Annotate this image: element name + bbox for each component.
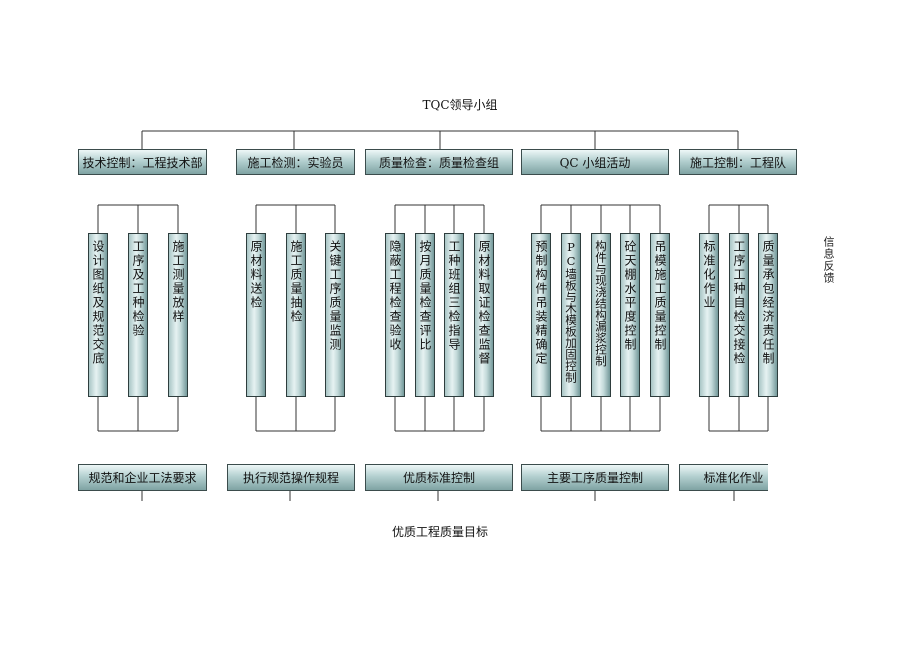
category-construction-testing: 施工检测：实验员 xyxy=(236,149,355,175)
category-construction-control: 施工控制：工程队 xyxy=(679,149,797,175)
category-quality-inspection: 质量检查：质量检查组 xyxy=(365,149,513,175)
information-feedback-label: 信息反馈 xyxy=(822,236,835,284)
category-qc-group-activity: QC 小组活动 xyxy=(521,149,669,175)
bottom-spec-requirements: 规范和企业工法要求 xyxy=(78,464,207,491)
item-key-process-monitoring: 关键工序质量监测 xyxy=(325,233,345,397)
item-material-evidence-supervision: 原材料取证检查监督 xyxy=(474,233,494,397)
bottom-operating-procedures: 执行规范操作规程 xyxy=(227,464,355,491)
quality-goal: 优质工程质量目标 xyxy=(391,525,488,539)
item-monthly-quality-evaluation: 按月质量检查评比 xyxy=(415,233,435,397)
bottom-box-clip xyxy=(768,463,792,492)
item-hanging-formwork-control: 吊模施工质量控制 xyxy=(650,233,670,397)
item-quality-spot-check: 施工质量抽检 xyxy=(286,233,306,397)
category-technical-control: 技术控制：工程技术部 xyxy=(78,149,207,175)
item-design-drawing-disclosure: 设计图纸及规范交底 xyxy=(88,233,108,397)
tqc-leadership-group: TQC领导小组 xyxy=(422,98,498,112)
item-pc-wall-formwork-control: PC墙板与木模板加固控制 xyxy=(561,233,581,397)
item-construction-survey: 施工测量放样 xyxy=(168,233,188,397)
item-material-submission: 原材料送检 xyxy=(246,233,266,397)
bottom-quality-standard-control: 优质标准控制 xyxy=(365,464,513,491)
item-team-three-checks: 工种班组三检指导 xyxy=(444,233,464,397)
item-self-inspection-handover: 工序工种自检交接检 xyxy=(729,233,749,397)
item-quality-responsibility-system: 质量承包经济责任制 xyxy=(758,233,778,397)
item-process-inspection: 工序及工种检验 xyxy=(128,233,148,397)
item-concealed-work-acceptance: 隐蔽工程检查验收 xyxy=(385,233,405,397)
bottom-main-process-control: 主要工序质量控制 xyxy=(521,464,669,491)
item-grout-leak-control: 构件与现浇结构漏浆控制 xyxy=(591,233,611,397)
item-precast-lifting-positioning: 预制构件吊装精确定 xyxy=(531,233,551,397)
item-ceiling-levelness-control: 砼天棚水平度控制 xyxy=(620,233,640,397)
item-standardized-operation: 标准化作业 xyxy=(699,233,719,397)
